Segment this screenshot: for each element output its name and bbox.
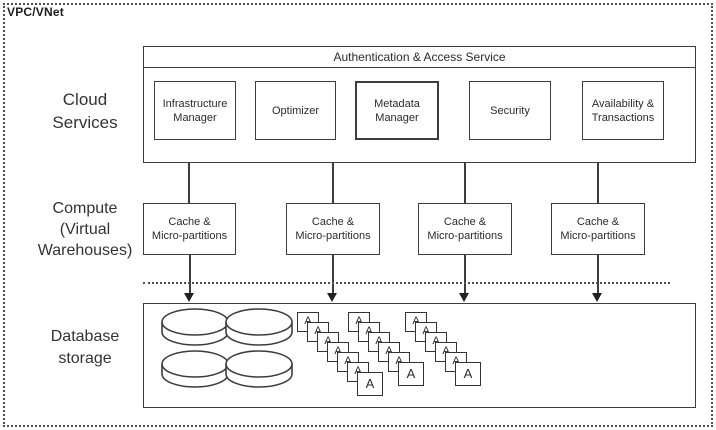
service-box-label: Transactions: [591, 111, 655, 124]
service-box-label: Optimizer: [271, 104, 320, 117]
warehouse-box-1: Cache & Micro-partitions: [143, 203, 236, 255]
layer-label-cloud-services: Cloud Services: [15, 88, 155, 134]
database-disk-icon: [225, 308, 293, 346]
arrow-line: [332, 255, 334, 294]
layer-label-line: Cloud: [62, 90, 108, 109]
layer-label-line: Warehouses): [37, 242, 133, 259]
warehouse-label: Micro-partitions: [560, 230, 636, 242]
warehouse-label: Cache &: [576, 216, 620, 228]
arrow-down-icon: [459, 293, 469, 302]
cloud-services-container: Authentication & Access Service Infrastr…: [143, 46, 696, 163]
service-box-metadata-manager: Metadata Manager: [355, 81, 439, 140]
service-box-label: Manager: [173, 111, 217, 124]
layer-label-database-storage: Database storage: [15, 326, 155, 370]
layer-label-line: Services: [52, 113, 118, 132]
warehouse-label: Micro-partitions: [295, 230, 371, 242]
arrow-down-icon: [592, 293, 602, 302]
warehouse-label: Micro-partitions: [151, 230, 228, 242]
service-box-label: Infrastructure: [162, 97, 228, 110]
service-box-optimizer: Optimizer: [255, 81, 336, 140]
database-disk-icon: [161, 308, 229, 346]
service-box-label: Metadata: [374, 97, 420, 110]
service-box-security: Security: [469, 81, 551, 140]
service-box-infrastructure-manager: Infrastructure Manager: [154, 81, 236, 140]
layer-label-line: Database: [50, 328, 120, 345]
arrow-line: [464, 255, 466, 294]
service-box-label: Manager: [375, 111, 419, 124]
vpc-label: VPC/VNet: [7, 5, 64, 19]
auth-access-service-header: Authentication & Access Service: [144, 47, 695, 68]
micro-partition-icon: A: [398, 362, 424, 386]
layer-label-line: (Virtual: [59, 221, 111, 238]
arrow-line: [597, 255, 599, 294]
layer-separator-dotted-line: [143, 282, 670, 284]
warehouse-label: Micro-partitions: [427, 230, 503, 242]
database-disk-icon: [225, 350, 293, 388]
micro-partition-icon: A: [357, 372, 383, 396]
warehouse-box-3: Cache & Micro-partitions: [418, 203, 512, 255]
layer-label-compute: Compute (Virtual Warehouses): [3, 198, 167, 261]
connector-line: [188, 163, 190, 203]
warehouse-box-4: Cache & Micro-partitions: [551, 203, 645, 255]
arrow-down-icon: [184, 293, 194, 302]
service-box-label: Security: [490, 104, 530, 117]
warehouse-label: Cache &: [168, 216, 211, 228]
arrow-line: [189, 255, 191, 294]
connector-line: [597, 163, 599, 203]
layer-label-line: storage: [58, 350, 112, 367]
arrow-down-icon: [327, 293, 337, 302]
layer-label-line: Compute: [52, 200, 118, 217]
service-box-label: Availability &: [591, 97, 655, 110]
warehouse-box-2: Cache & Micro-partitions: [286, 203, 380, 255]
warehouse-label: Cache &: [311, 216, 355, 228]
service-box-availability-transactions: Availability & Transactions: [582, 81, 664, 140]
micro-partition-icon: A: [455, 362, 481, 386]
database-disk-icon: [161, 350, 229, 388]
connector-line: [332, 163, 334, 203]
connector-line: [464, 163, 466, 203]
warehouse-label: Cache &: [443, 216, 487, 228]
database-disks-icon: [161, 308, 293, 388]
